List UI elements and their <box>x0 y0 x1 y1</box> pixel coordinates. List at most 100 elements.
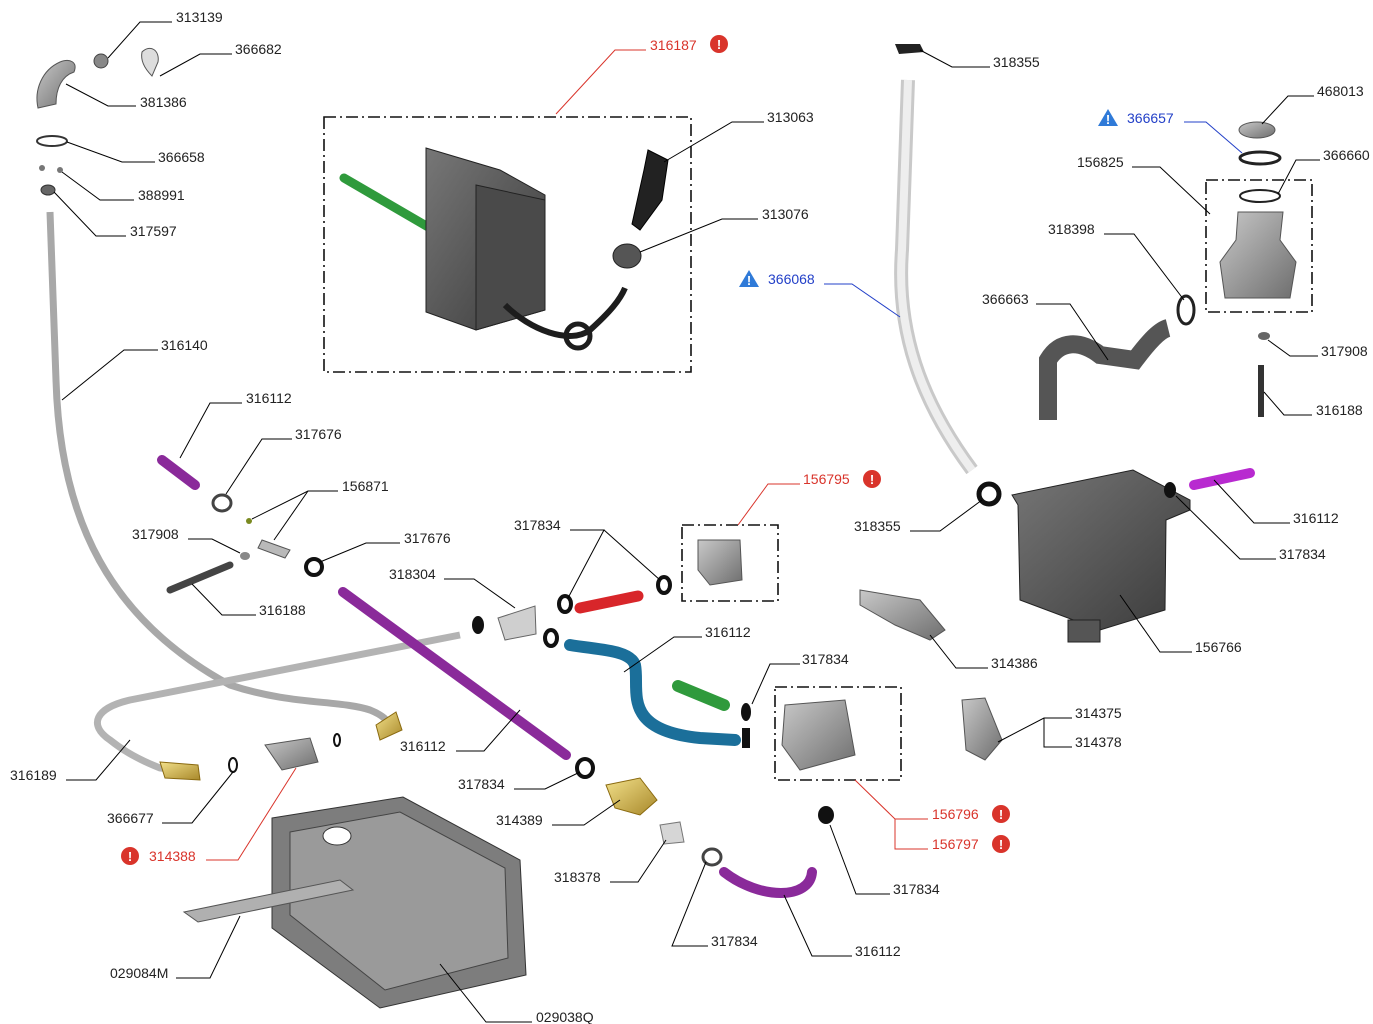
info-triangle-icon-366068: ! <box>739 270 759 288</box>
callout-388991[interactable]: 388991 <box>138 187 185 203</box>
leader-316112a <box>179 402 242 459</box>
callout-317908-left[interactable]: 317908 <box>132 526 179 542</box>
callout-313063[interactable]: 313063 <box>767 109 814 125</box>
grommet-313076 <box>612 243 642 269</box>
callout-316112-bottom[interactable]: 316112 <box>855 943 901 959</box>
leader-156795 <box>737 483 800 526</box>
leader-316112c <box>1213 479 1290 524</box>
spout-part <box>36 59 76 109</box>
callout-366660[interactable]: 366660 <box>1323 147 1370 163</box>
valve-156796 <box>781 699 856 771</box>
leader-318398 <box>1104 233 1185 301</box>
callout-318355-top[interactable]: 318355 <box>993 54 1040 70</box>
callout-156797[interactable]: 156797 <box>932 836 979 852</box>
callout-316188-right[interactable]: 316188 <box>1316 402 1363 418</box>
callout-029084M[interactable]: 029084M <box>110 965 168 981</box>
callout-314389[interactable]: 314389 <box>496 812 543 828</box>
leader-313076 <box>639 218 758 253</box>
callout-317834-lowmid[interactable]: 317834 <box>458 776 505 792</box>
callout-156796[interactable]: 156796 <box>932 806 979 822</box>
svg-text:!: ! <box>128 849 132 864</box>
callout-317834-bottom[interactable]: 317834 <box>711 933 758 949</box>
callout-366068[interactable]: 366068 <box>768 271 815 287</box>
callout-156766[interactable]: 156766 <box>1195 639 1242 655</box>
callout-468013[interactable]: 468013 <box>1317 83 1364 99</box>
warning-badge-156796: ! <box>992 805 1010 823</box>
leader-156766 <box>1119 594 1192 653</box>
svg-text:!: ! <box>1106 112 1110 127</box>
clamp-317676-left <box>211 493 233 513</box>
leader-316112d <box>456 709 521 752</box>
leader-318304 <box>444 578 516 609</box>
callout-316188-left[interactable]: 316188 <box>259 602 306 618</box>
callout-366677[interactable]: 366677 <box>107 810 154 826</box>
oring-366660 <box>1239 189 1281 203</box>
warning-badge-314388: ! <box>121 847 139 865</box>
warning-badge-156797: ! <box>992 835 1010 853</box>
fitting-318378 <box>659 821 685 845</box>
leader-314386 <box>929 634 988 669</box>
clip-part-366682 <box>141 47 159 77</box>
callout-156871[interactable]: 156871 <box>342 478 389 494</box>
callout-317834-right[interactable]: 317834 <box>1279 546 1326 562</box>
callout-316112-purple[interactable]: 316112 <box>400 738 446 754</box>
callout-317908-right[interactable]: 317908 <box>1321 343 1368 359</box>
callout-313076[interactable]: 313076 <box>762 206 809 222</box>
callout-316140[interactable]: 316140 <box>161 337 208 353</box>
oring-small <box>333 733 341 747</box>
brass-elbow-left <box>159 761 201 781</box>
leader-317908b <box>188 538 241 554</box>
callout-366682[interactable]: 366682 <box>235 41 282 57</box>
svg-text:!: ! <box>999 807 1003 822</box>
callout-317834-mid[interactable]: 317834 <box>514 517 561 533</box>
callout-317834-valve[interactable]: 317834 <box>802 651 849 667</box>
callout-316112-blue[interactable]: 316112 <box>705 624 751 640</box>
callout-316189[interactable]: 316189 <box>10 767 57 783</box>
callout-316187[interactable]: 316187 <box>650 37 697 53</box>
leader-366663 <box>1036 303 1109 361</box>
callout-366658[interactable]: 366658 <box>158 149 205 165</box>
callout-366657[interactable]: 366657 <box>1127 110 1174 126</box>
callout-317834-lowright[interactable]: 317834 <box>893 881 940 897</box>
fitting-314388 <box>264 737 319 771</box>
callout-318398[interactable]: 318398 <box>1048 221 1095 237</box>
callout-314388[interactable]: 314388 <box>149 848 196 864</box>
warning-badge-156795: ! <box>863 470 881 488</box>
callout-317676-top[interactable]: 317676 <box>295 426 342 442</box>
leader-316112e <box>783 894 852 957</box>
callout-316112-right[interactable]: 316112 <box>1293 510 1339 526</box>
nut-part-313139 <box>93 53 109 69</box>
purple-hose-316112-bottom <box>719 867 817 898</box>
group-box-156825 <box>1205 179 1313 313</box>
clamp-318355-lower <box>976 481 1002 507</box>
callout-156825[interactable]: 156825 <box>1077 154 1124 170</box>
clamp-318304-right <box>543 628 559 648</box>
clamp-317834-f <box>818 806 834 824</box>
red-hose <box>574 590 644 614</box>
leader-313063 <box>663 121 764 163</box>
callout-381386[interactable]: 381386 <box>140 94 187 110</box>
callout-156795[interactable]: 156795 <box>803 471 850 487</box>
leader-317597 <box>53 191 126 237</box>
callout-314375[interactable]: 314375 <box>1075 705 1122 721</box>
callout-317676-mid[interactable]: 317676 <box>404 530 451 546</box>
callout-314386[interactable]: 314386 <box>991 655 1038 671</box>
callout-366663[interactable]: 366663 <box>982 291 1029 307</box>
leader-381386 <box>65 83 136 107</box>
blue-hose <box>564 639 741 746</box>
callout-313139[interactable]: 313139 <box>176 9 223 25</box>
clamp-317834-d <box>575 757 595 779</box>
callout-317597[interactable]: 317597 <box>130 223 177 239</box>
callout-318378[interactable]: 318378 <box>554 869 601 885</box>
callout-318355-lower[interactable]: 318355 <box>854 518 901 534</box>
callout-318304[interactable]: 318304 <box>389 566 436 582</box>
callout-029038Q[interactable]: 029038Q <box>536 1009 594 1024</box>
box-front <box>475 184 546 331</box>
leader-317834e <box>671 861 708 947</box>
callout-314378[interactable]: 314378 <box>1075 734 1122 750</box>
tray-hole <box>322 826 352 846</box>
clear-tube-inner <box>897 79 976 473</box>
tee-318304 <box>497 605 537 641</box>
leader-156871b <box>273 490 309 541</box>
callout-316112-topleft[interactable]: 316112 <box>246 390 292 406</box>
